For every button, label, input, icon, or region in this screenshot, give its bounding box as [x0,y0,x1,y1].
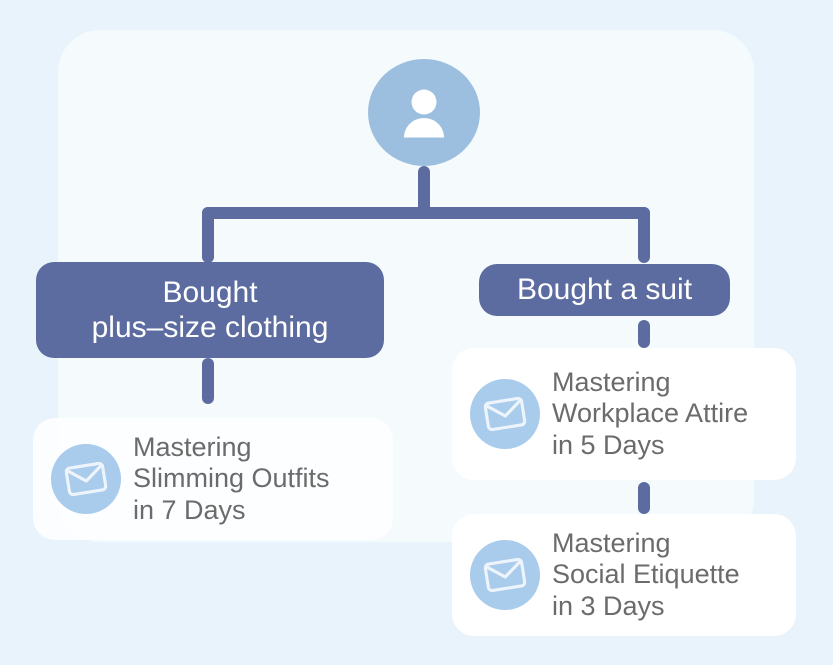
connector-drop-right [638,207,650,263]
email-card-slimming-outfits[interactable]: Mastering Slimming Outfits in 7 Days [33,418,393,540]
email-card-left-text: Mastering Slimming Outfits in 7 Days [133,432,330,527]
envelope-icon [470,540,540,610]
connector-right-email-1-to-email-2 [638,482,650,514]
email-card-left-line-1: Mastering [133,431,252,462]
decision-node-right-label: Bought a suit [516,273,693,307]
email-card-r1-line-1: Mastering [552,366,671,397]
envelope-icon [51,444,121,514]
connector-root-stem [418,166,430,218]
email-card-left-line-3: in 7 Days [133,494,246,525]
email-card-r2-line-3: in 3 Days [552,590,665,621]
email-card-workplace-attire[interactable]: Mastering Workplace Attire in 5 Days [452,348,796,480]
email-card-r2-line-2: Social Etiquette [552,559,740,590]
connector-left-node-to-email [202,358,214,404]
connector-branch-bus [202,207,650,219]
email-card-r1-line-2: Workplace Attire [552,398,749,429]
email-card-social-etiquette[interactable]: Mastering Social Etiquette in 3 Days [452,514,796,636]
decision-node-bought-a-suit[interactable]: Bought a suit [479,264,730,316]
email-card-r1-text: Mastering Workplace Attire in 5 Days [552,367,748,462]
connector-right-node-to-email-1 [638,320,650,348]
decision-node-left-label: Bought plus–size clothing [92,275,329,346]
user-avatar[interactable] [368,59,480,166]
email-card-r2-text: Mastering Social Etiquette in 3 Days [552,528,740,623]
envelope-icon [470,379,540,449]
decision-node-left-line-1: Bought [162,275,258,309]
email-card-r1-line-3: in 5 Days [552,429,665,460]
connector-drop-left [202,207,214,263]
decision-node-left-line-2: plus–size clothing [91,311,329,344]
email-card-left-line-2: Slimming Outfits [133,463,330,494]
user-avatar-icon [393,82,455,144]
email-card-r2-line-1: Mastering [552,527,671,558]
decision-node-bought-plus-size[interactable]: Bought plus–size clothing [36,262,384,358]
